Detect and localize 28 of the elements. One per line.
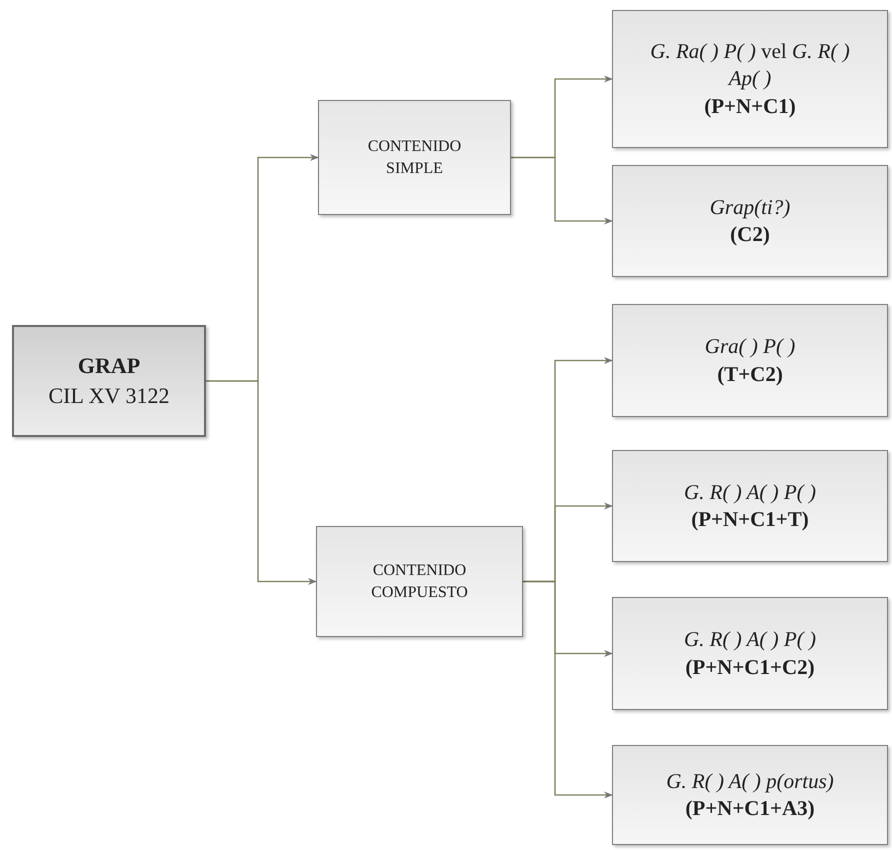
inscription-text: G. R( ) A( ) P( ) [684,478,816,506]
variant-box [612,165,888,277]
root-box [12,325,206,437]
connector-arrow [523,580,613,799]
box-text: CONTENIDO COMPUESTO [370,560,469,602]
formula-text: (P+N+C1+A3) [685,795,815,822]
inscription-text: G. R( ) A( ) P( ) [684,626,816,654]
formula-text: (P+N+C1) [704,92,796,120]
variant-box [612,450,888,562]
inscription-text: Gra( ) P( ) [704,333,796,360]
category-box [318,100,511,215]
box-heading: GRAP [78,352,140,380]
formula-text: (T+C2) [717,360,783,388]
formula-text: (P+N+C1+C2) [685,654,815,680]
connector-arrow [206,380,317,586]
inscription-text: G. R( ) A( ) p(ortus) [666,768,834,795]
variant-box [612,10,888,148]
variant-box [612,745,888,845]
formula-text: (P+N+C1+T) [691,506,809,533]
formula-text: (C2) [730,221,770,248]
inscription-text: Grap(ti?) [710,194,790,221]
box-text: CIL XV 3122 [48,382,170,410]
variant-box [612,304,888,417]
box-text: CONTENIDO SIMPLE [366,136,462,178]
inscription-text: G. Ra( ) P( ) vel G. R( ) Ap( ) [650,38,850,92]
connector-arrow [511,156,613,225]
category-box [316,526,523,637]
variant-box [612,597,888,710]
